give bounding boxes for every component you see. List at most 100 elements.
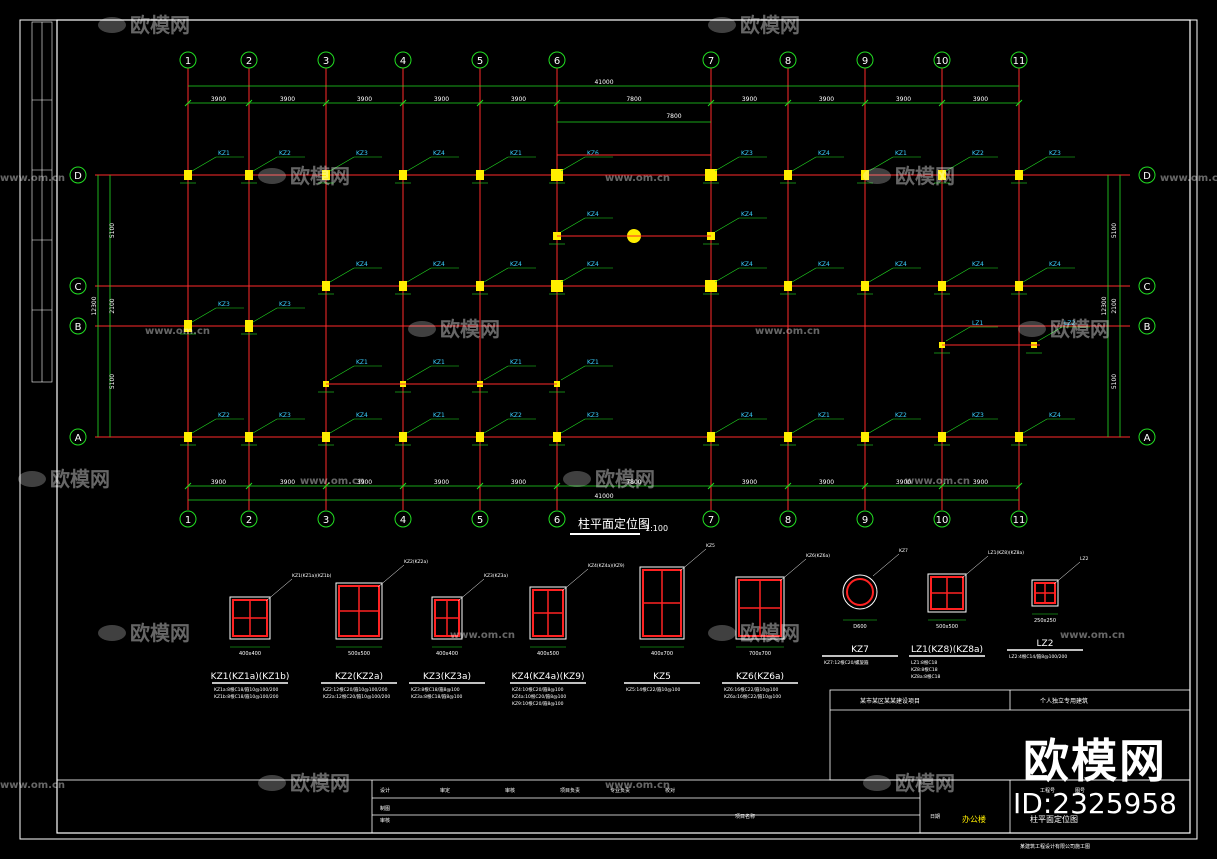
column-KZ3 [1015, 170, 1023, 180]
axis-bubble-5 [471, 51, 489, 69]
axis-label-C: C [1144, 282, 1151, 293]
section-KZ1: 400x400KZ1(KZ1a)(KZ1b)KZ1(KZ1a)(KZ1b)KZ1… [211, 573, 332, 700]
column-label-KZ1: KZ1 [818, 412, 830, 419]
bottom-dim-tick [399, 482, 407, 490]
axis-bubble-2 [240, 510, 258, 528]
axis-bubble-D [69, 166, 87, 184]
column-KZ3 [553, 432, 561, 442]
section-note: KZ6(KZ6a) [806, 553, 830, 559]
title-cell: 审定 [440, 787, 450, 794]
column-KZ4 [1015, 281, 1023, 291]
section-outline [335, 582, 383, 640]
title-footer: 某建筑工程设计有限公司施工图 [1020, 843, 1090, 850]
column-label-KZ4: KZ4 [433, 261, 445, 268]
watermark-url: www.om.cn [905, 476, 970, 487]
section-caption: KZ1(KZ1a)(KZ1b) [211, 672, 290, 682]
axis-bubble-6 [548, 51, 566, 69]
watermark-url: www.om.cn [605, 173, 670, 184]
bottom-dim-value: 3900 [280, 479, 295, 486]
axis-bubble-A [1138, 428, 1156, 446]
watermark-logo-icon [708, 625, 736, 641]
column-leader [945, 156, 971, 172]
column-leader [945, 326, 971, 342]
axis-label-7: 7 [708, 515, 714, 526]
axis-bubble-6 [548, 510, 566, 528]
title-stage-label: 工程号 [1040, 787, 1055, 794]
section-note: KZ1(KZ1a)(KZ1b) [292, 573, 332, 579]
top-dim-tick [1015, 99, 1023, 107]
section-note: LZ1(KZ8)(KZ8a) [988, 550, 1024, 556]
section-caption: LZ1(KZ8)(KZ8a) [911, 645, 983, 655]
column-KZ1 [476, 170, 484, 180]
axis-label-6: 6 [554, 56, 560, 67]
top-dim-value: 3900 [973, 96, 988, 103]
axis-label-D: D [74, 171, 82, 182]
axis-label-6: 6 [554, 515, 560, 526]
section-outline [1031, 579, 1059, 607]
title-cell: 设计 [380, 787, 390, 794]
section-note: KZ4(KZ4a)(KZ9) [588, 563, 625, 569]
axis-label-3: 3 [323, 56, 329, 67]
section-leader [779, 558, 807, 582]
bottom-dim-value: 3900 [973, 479, 988, 486]
column-KZ2 [476, 432, 484, 442]
column-label-LZ2: LZ2 [1064, 320, 1075, 327]
column-section-details: 400x400KZ1(KZ1a)(KZ1b)KZ1(KZ1a)(KZ1b)KZ1… [211, 543, 1089, 707]
column-KZ4 [938, 281, 946, 291]
column-leader [868, 156, 894, 172]
column-leader [191, 156, 217, 172]
bottom-dim-tick [553, 482, 561, 490]
column-label-KZ1: KZ1 [433, 412, 445, 419]
watermark-url: www.om.cn [755, 326, 820, 337]
axis-bubble-B [69, 317, 87, 335]
column-leader [483, 418, 509, 434]
brand-logo: 欧模网 [1023, 734, 1168, 788]
section-outline [431, 596, 463, 640]
section-spec: KZ6:16根C22/箍10@100 [724, 686, 778, 693]
column-label-KZ4: KZ4 [587, 261, 599, 268]
column-label-KZ1: KZ1 [587, 359, 599, 366]
column-leader [945, 267, 971, 283]
bottom-dim-value: 3900 [434, 479, 449, 486]
column-leader [483, 267, 509, 283]
top-dim-value: 3900 [434, 96, 449, 103]
overall-dim-bottom-value: 41000 [594, 493, 613, 500]
column-label-KZ4: KZ4 [741, 211, 753, 218]
column-label-KZ4: KZ4 [356, 412, 368, 419]
column-leader [714, 156, 740, 172]
section-note: KZ7 [899, 548, 908, 554]
section-caption: KZ7 [851, 645, 869, 655]
section-outline [229, 596, 271, 640]
section-leader [265, 578, 293, 602]
bottom-dim-tick [1015, 482, 1023, 490]
section-spec: KZ4a:10根C20/箍8@100 [512, 693, 566, 700]
bottom-dim-value: 3900 [819, 479, 834, 486]
axis-bubble-3 [317, 510, 335, 528]
section-spec: KZ8a:8根C18 [911, 673, 941, 680]
axis-label-9: 9 [862, 56, 868, 67]
watermark-logo-icon [18, 471, 46, 487]
watermark-url: www.om.cn [0, 173, 65, 184]
section-leader [679, 548, 707, 572]
column-KZ3 [938, 432, 946, 442]
column-KZ4 [476, 281, 484, 291]
axis-label-A: A [75, 433, 82, 444]
section-stirrup [846, 578, 874, 606]
column-label-KZ3: KZ3 [218, 301, 230, 308]
section-spec: KZ1a:8根C18/箍10@100/200 [214, 686, 278, 693]
title-block-cells: 设计审定审核项目负责专业负责校对制图审核项目名称日期工程号图号 [380, 787, 1085, 824]
column-KZ2 [938, 170, 946, 180]
section-outline [927, 573, 967, 613]
column-leader [791, 267, 817, 283]
grid-lines [95, 68, 1130, 510]
axis-label-7: 7 [708, 56, 714, 67]
title-cell: 审核 [380, 817, 390, 824]
column-KZ6 [551, 169, 563, 181]
watermark-text: 欧模网 [130, 13, 190, 37]
axis-label-1: 1 [185, 56, 191, 67]
column-KZ4 [399, 281, 407, 291]
column-label-KZ1: KZ1 [356, 359, 368, 366]
axis-bubble-9 [856, 51, 874, 69]
column-KZ3 [705, 169, 717, 181]
